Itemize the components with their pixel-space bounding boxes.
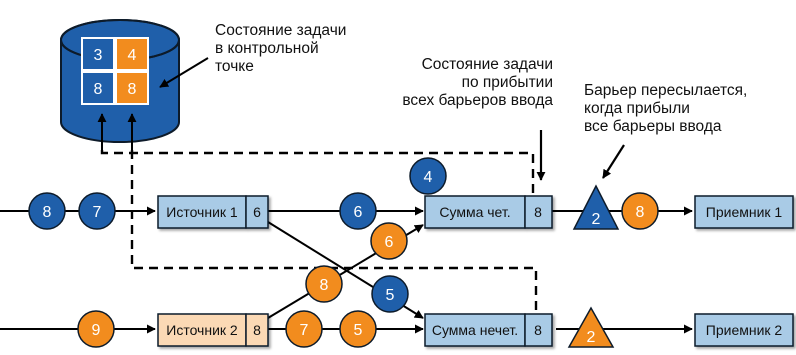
svg-text:6: 6 [354,204,363,221]
sink2-box [694,313,794,347]
record-s1-cross: 5 [371,275,409,313]
arrival-annotation-line-2: по прибытии [461,74,553,91]
svg-text:4: 4 [424,169,433,186]
source1-box [157,195,269,229]
record-sum-even-out: 8 [621,192,659,230]
record-s2-out-b: 5 [339,310,377,348]
checkpoint-line-inner [130,150,538,318]
svg-text:7: 7 [300,322,309,339]
barrier-annotation-line-3: все барьеры ввода [584,118,722,135]
sum-even-state: 8 [534,204,542,220]
svg-text:2: 2 [587,329,596,346]
arrival-annotation-line-3: всех барьеров ввода [402,92,553,109]
arrival-annotation: Состояние задачи по прибытии всех барьер… [402,56,553,110]
record-s2-up: 6 [370,222,408,260]
sum-odd-state: 8 [534,322,542,338]
checkpoint-label: Состояние задачи в контрольной точке [215,22,346,76]
checkpoint-label-line-3: точке [215,58,254,75]
checkpoint-cell-4 [115,71,149,105]
sum-even-box [424,195,553,229]
source1-label: Источник 1 [166,204,238,220]
svg-text:8: 8 [636,204,645,221]
source1-state: 6 [253,204,261,220]
barrier-annotation: Барьер пересылается, когда прибыли все б… [584,82,747,136]
sum-odd-box [424,313,553,347]
svg-text:7: 7 [93,204,102,221]
arrival-annotation-line-1: Состояние задачи [421,56,553,73]
record-s2-out-a: 7 [285,310,323,348]
checkpoint-label-line-2: в контрольной [215,40,319,57]
svg-text:6: 6 [385,234,394,251]
record-in2: 9 [77,310,115,348]
sink1-box [694,195,794,229]
barrier-top: 2 [572,184,620,230]
checkpoint-line-outer [100,150,535,205]
svg-text:2: 2 [592,211,601,228]
checkpoint-cell-1-value: 3 [94,47,103,64]
svg-text:8: 8 [43,204,52,221]
barrier-annotation-arrow [602,144,625,179]
record-in1-b: 7 [78,192,116,230]
checkpoint-cell-2 [115,37,149,71]
sink2-label: Приемник 2 [706,322,783,338]
source2-label: Источник 2 [166,322,238,338]
barrier-annotation-line-2: когда прибыли [584,100,690,117]
source2-box [157,313,269,347]
checkpoint-cell-3-value: 8 [94,81,103,98]
barrier-bottom: 2 [567,306,615,348]
checkpoint-cell-1 [81,37,115,71]
checkpoint-label-line-1: Состояние задачи [215,22,347,39]
barrier-annotation-line-1: Барьер пересылается, [584,82,748,99]
sink1-label: Приемник 1 [706,204,783,220]
checkpoint-cell-2-value: 4 [128,47,137,64]
svg-text:5: 5 [386,287,395,304]
svg-text:8: 8 [320,277,329,294]
checkpoint-cell-4-value: 8 [128,81,137,98]
checkpoint-cell-3 [81,71,115,105]
record-in1-a: 8 [28,192,66,230]
record-s1-out: 6 [339,192,377,230]
checkpoint-label-arrow [159,57,209,88]
sum-odd-label: Сумма нечет. [432,322,518,338]
record-sum-even-top: 4 [409,157,447,195]
record-s2-cross: 8 [305,265,343,303]
source2-state: 8 [253,322,261,338]
svg-text:9: 9 [92,322,101,339]
checkpoint-storage-icon: 3 4 8 8 [60,19,180,143]
svg-text:5: 5 [354,322,363,339]
sum-even-label: Сумма чет. [439,204,510,220]
